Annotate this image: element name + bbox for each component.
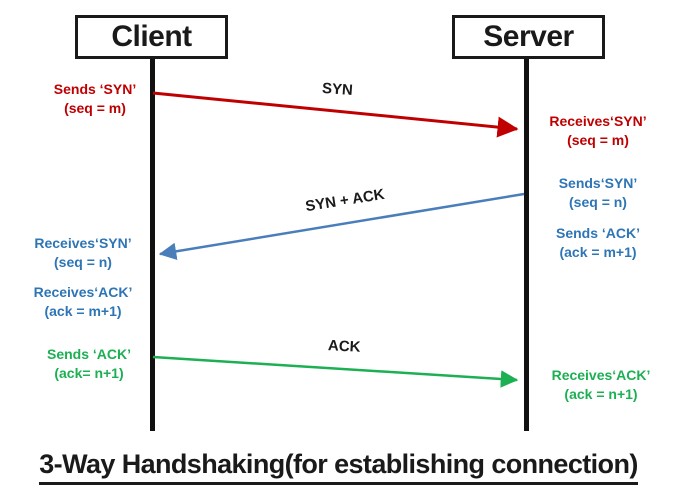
server-actor-box: Server [452, 15, 605, 59]
client-receives-ack-note: Receives‘ACK’ (ack = m+1) [18, 283, 148, 321]
client-sends-syn-note: Sends ‘SYN’ (seq = m) [30, 80, 160, 118]
server-receives-syn-note: Receives‘SYN’ (seq = m) [533, 112, 663, 150]
server-sends-ack-note: Sends ‘ACK’ (ack = m+1) [533, 224, 663, 262]
note-line: (seq = n) [569, 194, 627, 210]
note-line: (ack= n+1) [54, 365, 124, 381]
server-label: Server [483, 20, 574, 53]
note-line: (ack = m+1) [559, 244, 637, 260]
diagram-title-bar: 3-Way Handshaking(for establishing conne… [0, 449, 677, 485]
ack-arrow-label: ACK [327, 337, 361, 356]
syn-arrow-label: SYN [321, 79, 354, 100]
server-sends-syn-note: Sends‘SYN’ (seq = n) [533, 174, 663, 212]
diagram-title: 3-Way Handshaking(for establishing conne… [39, 449, 638, 485]
note-line: Receives‘SYN’ [34, 235, 132, 251]
note-line: (ack = m+1) [44, 303, 122, 319]
note-line: (seq = m) [567, 132, 629, 148]
server-receives-ack-note: Receives‘ACK’ (ack = n+1) [536, 366, 666, 404]
note-line: Receives‘ACK’ [551, 367, 651, 383]
ack-arrow [152, 355, 519, 388]
note-line: Receives‘SYN’ [549, 113, 647, 129]
syn-arrow [152, 91, 519, 138]
client-receives-syn-note: Receives‘SYN’ (seq = n) [18, 234, 148, 272]
client-label: Client [111, 20, 192, 53]
note-line: Sends‘SYN’ [558, 175, 638, 191]
client-actor-box: Client [75, 15, 228, 59]
note-line: (seq = n) [54, 254, 112, 270]
note-line: (ack = n+1) [564, 386, 638, 402]
client-sends-ack-note: Sends ‘ACK’ (ack= n+1) [24, 345, 154, 383]
note-line: Sends ‘ACK’ [555, 225, 640, 241]
note-line: (seq = m) [64, 100, 126, 116]
client-lifeline [150, 59, 155, 431]
server-lifeline [524, 59, 529, 431]
syn-ack-arrow [158, 192, 525, 260]
note-line: Receives‘ACK’ [33, 284, 133, 300]
note-line: Sends ‘ACK’ [46, 346, 131, 362]
note-line: Sends ‘SYN’ [53, 81, 137, 97]
